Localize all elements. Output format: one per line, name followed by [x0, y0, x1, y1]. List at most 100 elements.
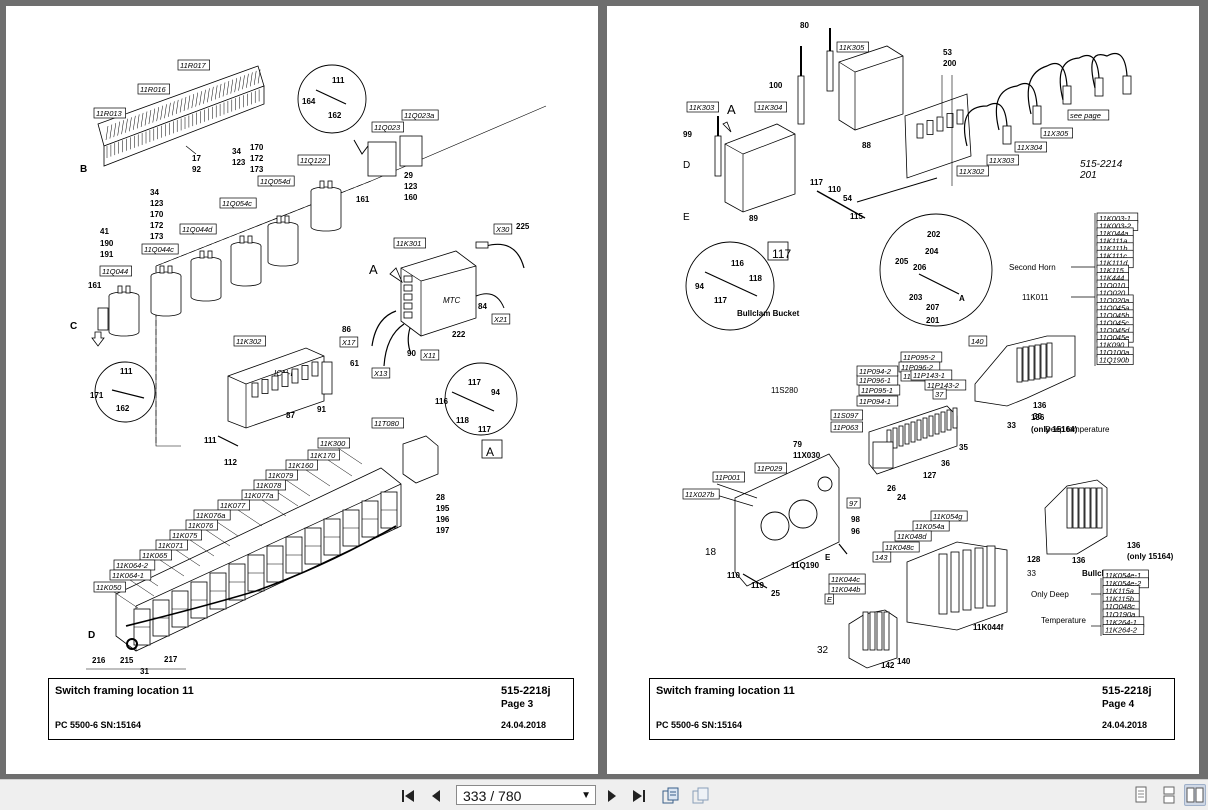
designation-label: 11K076a: [196, 511, 225, 520]
leader-line: [195, 92, 198, 107]
designation-label: 11Q010: [1099, 281, 1126, 290]
component-body: [97, 307, 109, 331]
leader-line: [160, 105, 163, 120]
continuous-page-icon[interactable]: [1158, 784, 1180, 806]
callout-label: 119: [751, 581, 764, 590]
callout-label: 111: [204, 436, 217, 445]
component-body: [281, 372, 289, 387]
callout-label: 11X030: [793, 451, 821, 460]
copy-icon[interactable]: [660, 785, 682, 807]
designation-label: 11Q054c: [222, 199, 252, 208]
designation-tag: [882, 541, 920, 553]
callout-label: MTC: [443, 296, 461, 305]
designation-tag: [846, 497, 861, 509]
callout-label: 196: [436, 515, 450, 524]
component-body: [207, 250, 213, 259]
last-page-icon[interactable]: [628, 785, 650, 807]
leader-line: [135, 483, 402, 607]
callout-label: 172: [250, 154, 264, 163]
callout-label: 11K044f: [973, 623, 1004, 632]
callout-label: 33: [1007, 421, 1016, 430]
callout-label: 30: [1033, 412, 1042, 421]
component-body: [1002, 125, 1012, 145]
component-body: [291, 368, 299, 384]
designation-label: 11Q023: [374, 123, 401, 132]
component-body: [950, 551, 960, 613]
callout-label: 80: [800, 21, 809, 30]
callout-label: 24: [897, 493, 906, 502]
callout-label: 161: [88, 281, 102, 290]
designation-label: 11K111d: [1099, 259, 1128, 268]
drawing-title: Switch framing location 11: [656, 685, 795, 697]
leader-line: [152, 108, 156, 123]
callout-label: 215: [120, 656, 134, 665]
component-body: [938, 553, 948, 615]
callout-label: 202: [927, 230, 941, 239]
callout-label: 123: [232, 158, 246, 167]
page-number-select[interactable]: 333 / 780 ▼: [456, 785, 596, 805]
callout-label: E: [825, 553, 831, 562]
outline-path: [400, 250, 477, 337]
designation-label: 11Q045b: [1099, 311, 1129, 320]
leader-line: [400, 267, 422, 282]
callout-label: 117: [772, 247, 791, 261]
callout-label: 116: [435, 397, 448, 406]
callout-label: 54: [843, 194, 852, 203]
component-body: [910, 421, 916, 443]
designation-tag: [830, 409, 863, 421]
callout-label: 94: [491, 388, 500, 397]
navigation-toolbar: 333 / 780 ▼: [0, 779, 1208, 810]
callout-label: 173: [150, 232, 164, 241]
designation-tag: [233, 335, 266, 347]
component-body: [276, 215, 282, 224]
next-page-icon[interactable]: [601, 785, 623, 807]
designation-label: 11K111c: [1099, 251, 1127, 260]
leader-line: [246, 73, 249, 88]
leader-line: [238, 76, 241, 91]
leader-line: [211, 86, 214, 101]
component-body: [261, 379, 269, 394]
callout-label: 161: [356, 195, 370, 204]
designation-tag: [217, 499, 250, 511]
leader-line: [179, 98, 183, 113]
callout-label: 29: [404, 171, 413, 180]
first-page-icon[interactable]: [398, 785, 420, 807]
outline-path: [475, 293, 505, 309]
prev-page-icon[interactable]: [426, 785, 448, 807]
component-body: [1028, 345, 1035, 381]
leader-line: [816, 190, 866, 219]
designation-tag: [491, 313, 511, 325]
leader-line: [227, 375, 247, 385]
designation-label: 11Q190b: [1099, 356, 1129, 365]
designation-tag: [1096, 354, 1134, 365]
designation-tag: [401, 109, 439, 121]
callout-label: 110: [727, 571, 740, 580]
callout-label: B: [80, 164, 87, 175]
component-body: [159, 265, 165, 274]
outline-path: [230, 246, 262, 287]
component-body: [399, 135, 423, 167]
callout-label: 118: [749, 274, 762, 283]
leader-line: [199, 91, 202, 106]
paste-icon[interactable]: [690, 785, 712, 807]
callout-label: E: [683, 212, 690, 223]
callout-label: 128: [1027, 555, 1041, 564]
designation-tag: [99, 265, 132, 277]
outline-path: [190, 261, 222, 302]
component-body: [271, 375, 279, 391]
outline-path: [1091, 52, 1128, 89]
callout-label: 89: [749, 214, 758, 223]
two-page-icon[interactable]: [1184, 784, 1206, 806]
leader-line: [140, 112, 144, 127]
outline-path: [722, 121, 732, 133]
single-page-icon[interactable]: [1130, 784, 1152, 806]
designation-label: 11Q048c: [1105, 602, 1135, 611]
component-body: [974, 547, 984, 609]
callout-label: 127: [923, 471, 937, 480]
designation-tag: [371, 417, 404, 429]
designation-label: 11K071: [158, 541, 183, 550]
callout-label: A: [369, 262, 378, 277]
callout-label: 99: [683, 130, 692, 139]
outline-path: [150, 276, 182, 317]
component-body: [251, 382, 259, 398]
